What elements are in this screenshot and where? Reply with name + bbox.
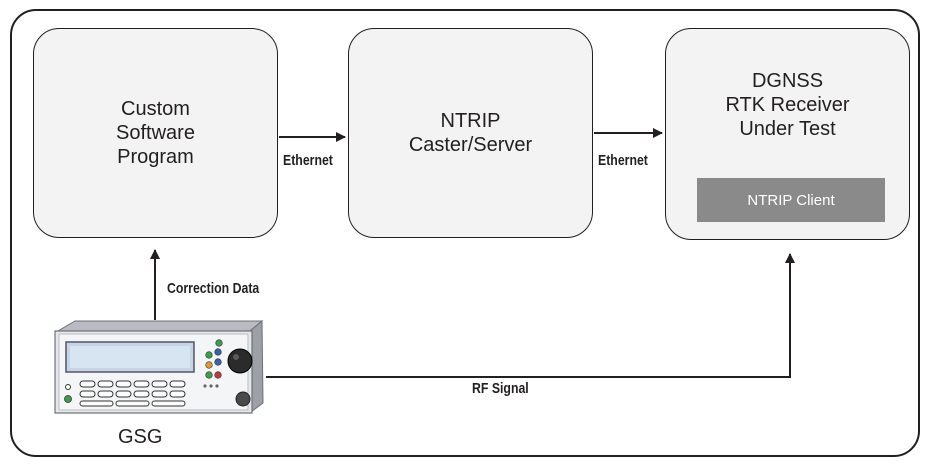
correction-data-label: Correction Data bbox=[167, 280, 260, 297]
gsg-label: GSG bbox=[118, 426, 163, 448]
ntrip-caster-label: NTRIP Caster/Server bbox=[408, 110, 533, 156]
receiver-label: DGNSS RTK Receiver Under Test bbox=[725, 70, 850, 140]
ethernet-label-1: Ethernet bbox=[283, 152, 333, 169]
ntrip-caster-box: NTRIP Caster/Server bbox=[348, 28, 593, 238]
rf-signal-label: RF Signal bbox=[472, 380, 529, 397]
rf-signal-arrow bbox=[266, 253, 795, 378]
ethernet-label-2: Ethernet bbox=[598, 152, 648, 169]
ntrip-client-block: NTRIP Client bbox=[697, 178, 885, 222]
custom-software-label: Custom Software Program bbox=[116, 98, 195, 168]
receiver-box: DGNSS RTK Receiver Under Test NTRIP Clie… bbox=[665, 28, 910, 240]
diagram-frame bbox=[10, 9, 920, 457]
custom-software-box: Custom Software Program bbox=[33, 28, 278, 238]
gsg-device-icon bbox=[54, 319, 264, 414]
